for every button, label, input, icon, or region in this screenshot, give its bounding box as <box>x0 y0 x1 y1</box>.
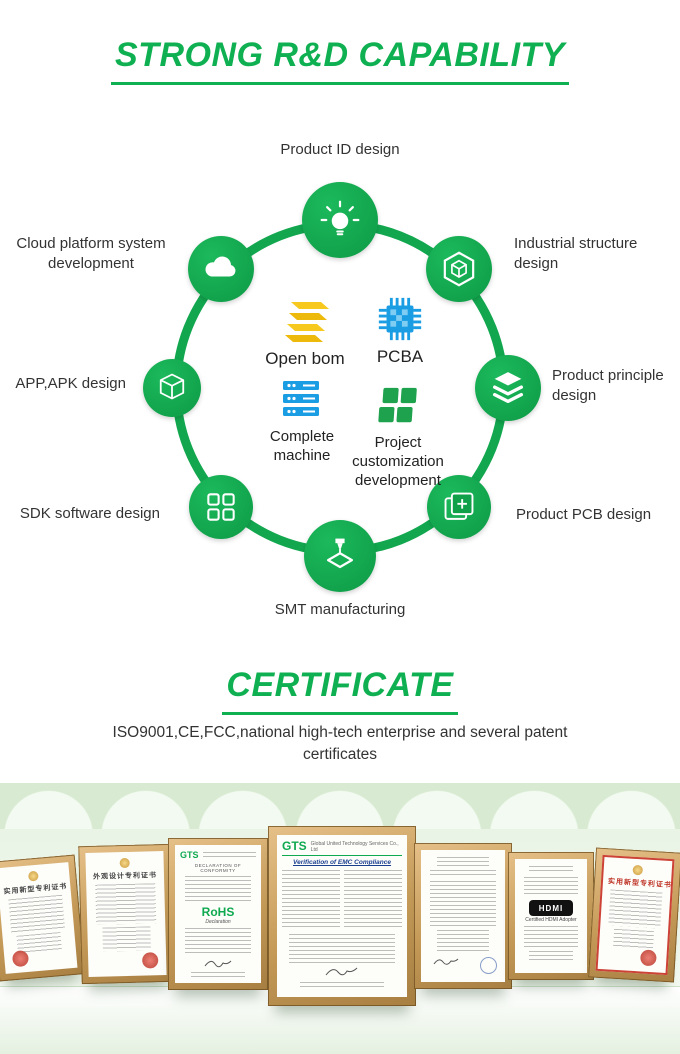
certificate-hdmi-adopter: HDMI Certified HDMI Adopter <box>508 852 594 980</box>
label-app-apk-design: APP,APK design <box>15 375 126 392</box>
label-complete-machine: Complete machine <box>269 428 335 464</box>
certificate-paper: 实用新型专利证书 <box>0 862 78 974</box>
node-app-apk-design <box>143 359 201 417</box>
certificate-subtitle: ISO9001,CE,FCC,national high-tech enterp… <box>112 724 568 764</box>
certificate-text-lines <box>202 852 256 858</box>
shelf-arch-valance <box>0 783 680 829</box>
certificate-text-lines <box>437 930 489 954</box>
cube-box-icon <box>159 373 185 400</box>
certificate-text-lines <box>608 889 662 929</box>
node-product-id-design <box>302 182 378 258</box>
certificate-text-lines <box>7 894 66 934</box>
label-product-id-design: Product ID design <box>280 141 400 158</box>
certificate-text-lines <box>184 876 252 902</box>
label-industrial-structure: Industrial structure design <box>514 235 638 272</box>
lightbulb-icon <box>320 200 360 236</box>
gts-logo: GTS <box>180 850 199 860</box>
signature-icon <box>204 960 232 968</box>
red-seal-icon <box>142 952 159 969</box>
rd-section-title: STRONG R&D CAPABILITY <box>0 36 680 85</box>
certificate-text-lines <box>437 857 489 867</box>
certificate-company: Global United Technology Services Co., L… <box>310 841 399 853</box>
patent-emblem-icon <box>632 864 644 876</box>
certificate-text-lines <box>529 866 573 874</box>
rohs-text: RoHS <box>201 905 235 919</box>
certificate-title-text: CERTIFICATE <box>222 666 458 715</box>
certificate-patent-red: 实用新型专利证书 <box>588 847 680 983</box>
certificate-paper: 实用新型专利证书 <box>595 854 675 976</box>
smt-nozzle-icon <box>326 538 354 569</box>
certificate-text-lines <box>430 881 496 927</box>
certificate-rohs-declaration: GTS DECLARATION OF CONFORMITY RoHS Decla… <box>168 838 268 990</box>
round-stamp-icon <box>480 957 497 974</box>
certificate-section-title: CERTIFICATE <box>0 666 680 715</box>
hdmi-logo: HDMI <box>528 900 574 916</box>
certificate-text-lines <box>184 928 252 956</box>
signature-icon <box>325 967 358 976</box>
node-sdk-software <box>189 475 253 539</box>
certificate-text-lines <box>191 972 245 980</box>
rd-title-text: STRONG R&D CAPABILITY <box>111 36 569 85</box>
red-seal-icon <box>639 949 657 967</box>
certificate-text-lines <box>612 928 655 950</box>
red-seal-icon <box>11 949 30 968</box>
node-cloud-platform <box>188 236 254 302</box>
certificate-paper: GTS Global United Technology Services Co… <box>277 835 407 997</box>
certificate-design-patent: 外观设计专利证书 <box>78 843 174 985</box>
gts-logo: GTS <box>282 839 307 853</box>
node-product-principle <box>475 355 541 421</box>
node-industrial-structure <box>426 236 492 302</box>
certificate-text-lines <box>102 926 151 952</box>
certificate-text-lines <box>95 883 157 925</box>
label-project-customization: Project customization development <box>352 434 444 489</box>
grid-icon <box>207 493 235 521</box>
certificate-approval <box>414 843 512 989</box>
pcb-plus-icon <box>444 492 474 520</box>
certificate-text-lines <box>344 870 402 928</box>
certificate-text-lines <box>300 982 384 988</box>
chip-icon <box>378 297 422 341</box>
certificate-paper: GTS DECLARATION OF CONFORMITY RoHS Decla… <box>175 845 261 983</box>
rohs-subheading: Declaration <box>205 919 231 925</box>
certificate-emc-compliance: GTS Global United Technology Services Co… <box>268 826 416 1006</box>
green-squares-icon <box>378 387 417 423</box>
certificate-paper <box>421 850 505 982</box>
bom-stack-icon <box>285 302 329 342</box>
certificate-utility-model-patent: 实用新型专利证书 <box>0 854 86 982</box>
node-smt-manufacturing <box>304 520 376 592</box>
patent-emblem-icon <box>27 870 39 882</box>
patent-emblem-icon <box>119 857 130 869</box>
certificate-paper: HDMI Certified HDMI Adopter <box>515 859 587 973</box>
certificate-heading: 实用新型专利证书 <box>607 878 673 890</box>
label-product-principle: Product principle design <box>552 367 664 404</box>
certificate-text-lines <box>523 926 579 948</box>
cloud-icon <box>205 256 236 277</box>
certificate-heading: Verification of EMC Compliance <box>293 859 391 866</box>
hdmi-caption: Certified HDMI Adopter <box>525 917 577 923</box>
label-product-pcb: Product PCB design <box>516 506 652 523</box>
certificate-paper: 外观设计专利证书 <box>85 851 167 977</box>
label-pcba: PCBA <box>376 347 424 366</box>
certificate-text-lines <box>430 870 496 878</box>
label-cloud-platform: Cloud platform system development <box>16 235 166 272</box>
label-sdk-software: SDK software design <box>19 505 160 522</box>
certificate-heading: DECLARATION OF CONFORMITY <box>194 863 242 873</box>
certificate-text-lines <box>523 877 579 897</box>
label-smt-manufacturing: SMT manufacturing <box>274 601 406 618</box>
signature-icon <box>433 958 459 965</box>
server-stack-icon <box>283 381 319 416</box>
hdmi-logo-text: HDMI <box>538 903 564 913</box>
certificate-text-lines <box>289 934 395 964</box>
hexagon-cube-icon <box>443 251 475 287</box>
certificate-text-lines <box>282 870 340 928</box>
certificate-text-lines <box>529 951 573 961</box>
label-open-bom: Open bom <box>265 349 345 368</box>
node-product-pcb <box>427 475 491 539</box>
stacked-layers-icon <box>493 372 523 403</box>
certificate-heading: 外观设计专利证书 <box>92 872 158 881</box>
